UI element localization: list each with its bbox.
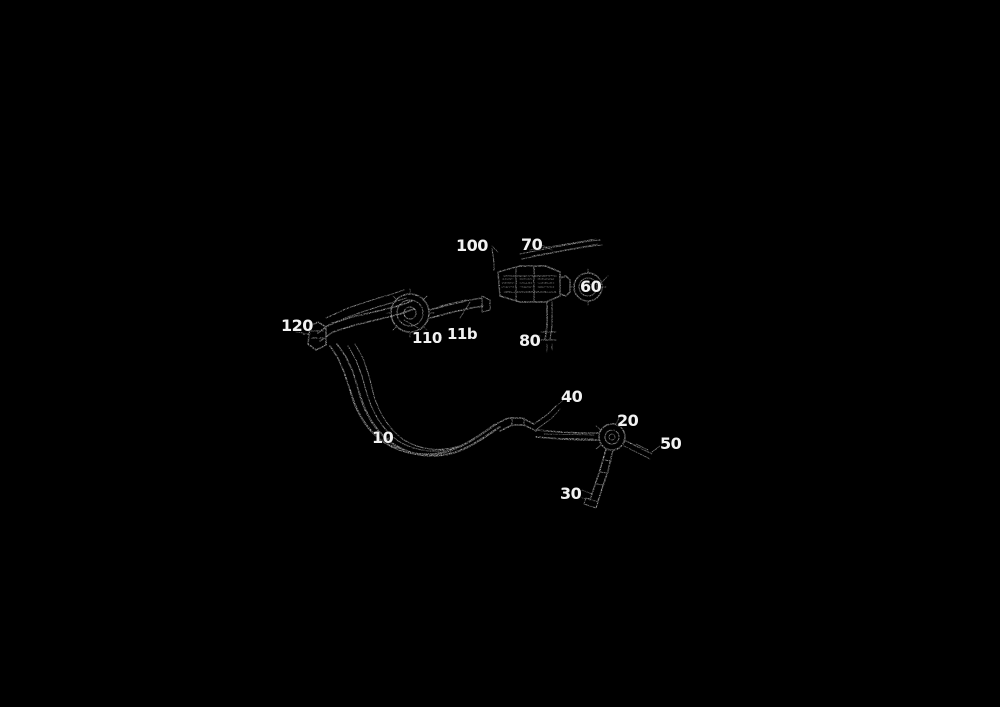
callout-label: 80 [519, 331, 541, 350]
callout-label: 40 [561, 387, 583, 406]
callout-100: 100 [456, 238, 488, 254]
callout-label: 60 [580, 277, 602, 296]
sprocket-pulley-110 [385, 288, 491, 338]
callout-10: 10 [372, 428, 394, 447]
upper-module-100 [491, 238, 607, 353]
callout-40: 40 [561, 387, 583, 406]
callout-label: 30 [560, 484, 582, 503]
callout-60: 60 [580, 277, 602, 296]
callout-leader-lines [295, 243, 661, 495]
callout-label: 10 [372, 428, 394, 447]
callout-label: 70 [521, 235, 543, 254]
callout-label: 50 [660, 434, 682, 453]
main-tube-assembly [302, 289, 501, 457]
callout-30: 30 [560, 484, 582, 503]
callout-70: 70 [521, 235, 543, 254]
callout-110: 110 [412, 331, 442, 346]
callout-label: 20 [617, 411, 639, 430]
right-linkage-assembly [495, 405, 653, 509]
callout-label: 110 [412, 329, 442, 347]
callout-label: 120 [281, 316, 313, 335]
callout-120: 120 [281, 318, 313, 334]
callout-label: 11b [447, 325, 478, 343]
callout-label: 100 [456, 236, 488, 255]
callout-80: 80 [519, 331, 541, 350]
callout-50: 50 [660, 434, 682, 453]
callout-11b: 11b [447, 325, 478, 343]
callout-20: 20 [617, 411, 639, 430]
